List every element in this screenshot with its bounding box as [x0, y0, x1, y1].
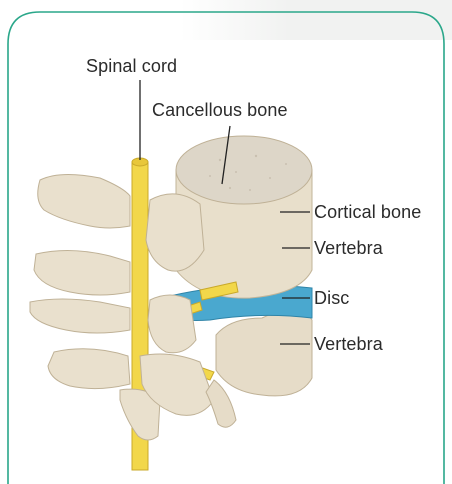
- label-cortical-bone: Cortical bone: [314, 202, 421, 223]
- lower-vertebra-body: [216, 309, 312, 395]
- posterior-elements: [30, 174, 214, 440]
- label-vertebra-upper: Vertebra: [314, 238, 383, 259]
- label-cancellous-bone: Cancellous bone: [152, 100, 288, 121]
- label-disc: Disc: [314, 288, 349, 309]
- label-vertebra-lower: Vertebra: [314, 334, 383, 355]
- label-spinal-cord: Spinal cord: [86, 56, 177, 77]
